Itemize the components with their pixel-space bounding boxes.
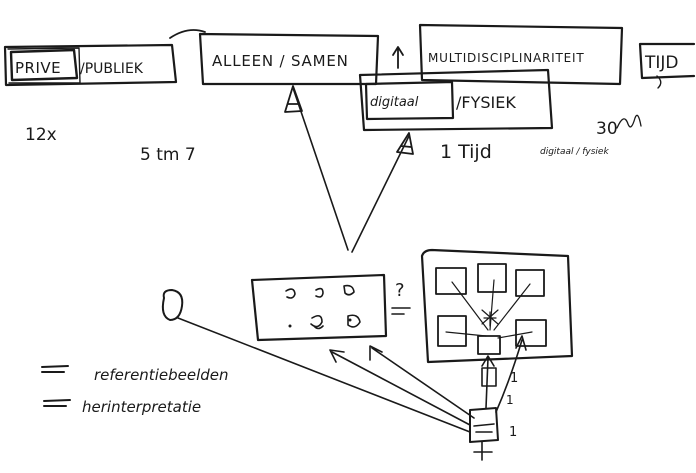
arrow-to-faces-b xyxy=(369,345,475,419)
alleen-samen-label: ALLEEN / SAMEN xyxy=(212,52,349,70)
count-30: 30 xyxy=(596,119,618,139)
grid-inner-rect xyxy=(481,367,497,387)
tijd-label: TIJD xyxy=(644,53,679,73)
arrow-from-small-icon xyxy=(177,317,471,433)
count-12x: 12x xyxy=(25,125,57,145)
count-30-scribble xyxy=(616,114,642,129)
range-5-7: 5 tm 7 xyxy=(140,145,196,165)
digitaal-fysiek-small: digitaal / fysiek xyxy=(540,147,609,157)
prive-publiek-box: PRIVE /PUBLIEK xyxy=(3,43,178,87)
up-arrow-small xyxy=(392,46,404,69)
dash-marks xyxy=(391,307,411,315)
bottom-one: 1 xyxy=(509,425,517,440)
tijd-box: TIJD xyxy=(638,42,696,89)
question-mark: ? xyxy=(395,280,405,301)
prive-label: PRIVE xyxy=(15,59,61,77)
arrow-to-alleen-samen xyxy=(284,85,349,251)
arrow-to-grid-right xyxy=(495,335,527,413)
legend-herinterpretatie: herinterpretatie xyxy=(82,398,201,416)
legend: referentiebeelden herinterpretatie xyxy=(41,365,229,416)
digitaal-fysiek-box: digitaal /FYSIEK xyxy=(358,68,554,132)
publiek-label: /PUBLIEK xyxy=(80,61,144,77)
legend-referentiebeelden: referentiebeelden xyxy=(94,366,229,384)
one-tijd: 1 Tijd xyxy=(440,141,492,163)
reference-icon xyxy=(161,289,184,321)
panel-one-b: 1 xyxy=(506,393,514,407)
bottom-figure: 1 xyxy=(469,407,517,461)
faces-panel xyxy=(250,273,388,342)
multidisciplinariteit-box: MULTIDISCIPLINARITEIT xyxy=(418,23,624,86)
panel-one-a: 1 xyxy=(510,371,518,386)
digitaal-label: digitaal xyxy=(370,95,419,110)
fysiek-label: /FYSIEK xyxy=(456,93,516,112)
multidisciplinariteit-label: MULTIDISCIPLINARITEIT xyxy=(428,51,584,65)
arrow-to-digitaal-fysiek xyxy=(351,132,414,253)
grid-panel: 1 xyxy=(420,248,574,386)
alleen-samen-box: ALLEEN / SAMEN xyxy=(198,32,380,86)
arrow-to-grid xyxy=(481,355,495,409)
arrow-to-faces-a xyxy=(329,349,471,426)
connector-curve xyxy=(169,29,206,39)
